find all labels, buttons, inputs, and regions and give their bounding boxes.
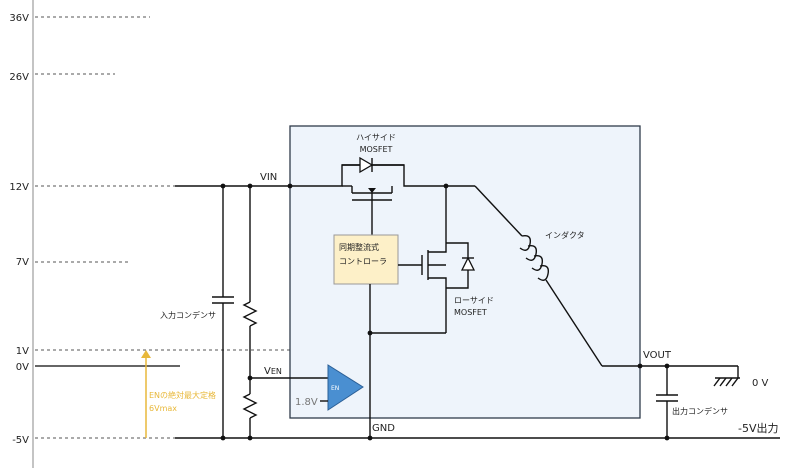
zero-v-label: 0 V <box>752 378 769 389</box>
sync-rectifier-controller: 同期整流式 コントローラ <box>333 234 399 285</box>
tick-7v: 7V <box>16 257 29 268</box>
gnd-label: GND <box>372 423 395 434</box>
minus5v-rail: GND -5V出力 <box>175 421 780 441</box>
input-capacitor: 入力コンデンサ <box>160 186 234 438</box>
high-side-mosfet: ハイサイド MOSFET <box>342 133 404 211</box>
output-capacitor: 出力コンデンサ <box>656 366 728 438</box>
tick-12v: 12V <box>9 182 29 193</box>
high-side-label-2: MOSFET <box>360 145 393 154</box>
en-comparator: EN 1.8V <box>295 364 364 411</box>
low-side-label-2: MOSFET <box>454 308 487 317</box>
tick-minus5v: -5V <box>12 435 29 446</box>
tick-0v: 0V <box>16 362 29 373</box>
vout-node: VOUT <box>602 350 738 369</box>
high-side-label-1: ハイサイド <box>356 133 396 142</box>
resistor-divider <box>242 186 328 438</box>
tick-1v: 1V <box>16 346 29 357</box>
annotation-line-2: 6Vmax <box>149 404 177 413</box>
output-note-label: -5V出力 <box>738 421 779 435</box>
tick-26v: 26V <box>9 72 29 83</box>
controller-label-2: コントローラ <box>339 257 387 266</box>
ven-label: VEN <box>264 366 282 377</box>
low-side-mosfet: ローサイド MOSFET <box>421 186 494 333</box>
en-abs-max-annotation: ENの絶対最大定格 6Vmax <box>141 350 216 438</box>
tick-36v: 36V <box>9 13 29 24</box>
input-cap-label: 入力コンデンサ <box>160 310 216 320</box>
inductor: インダクタ <box>474 185 603 367</box>
annotation-line-1: ENの絶対最大定格 <box>149 390 216 400</box>
low-side-label-1: ローサイド <box>454 296 494 305</box>
en-amp-label: EN <box>331 385 339 392</box>
lower-resistor-icon <box>242 393 258 419</box>
vin-label: VIN <box>260 172 277 183</box>
inductor-coil-icon <box>519 234 550 281</box>
controller-label-1: 同期整流式 <box>339 242 379 252</box>
low-side-diode-icon <box>460 256 476 271</box>
inductor-label: インダクタ <box>545 230 585 240</box>
ground-icon <box>713 366 740 387</box>
ref-voltage-label: 1.8V <box>295 397 318 408</box>
vout-label: VOUT <box>643 350 672 361</box>
upper-resistor-icon <box>242 301 258 327</box>
output-cap-label: 出力コンデンサ <box>672 406 728 416</box>
